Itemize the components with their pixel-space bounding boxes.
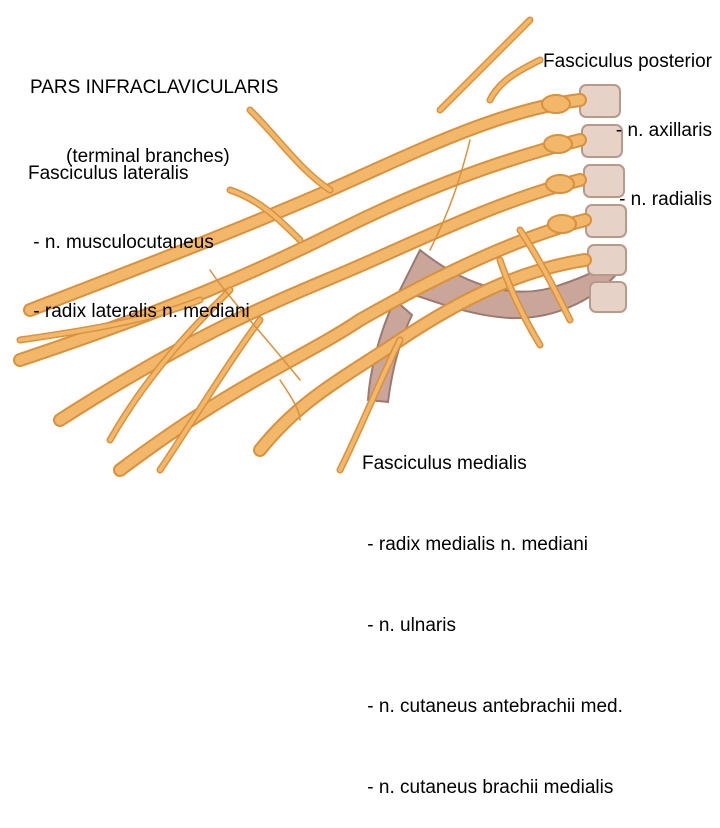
nerve-trunks <box>13 16 592 477</box>
root-ganglion <box>547 214 577 234</box>
label-item: - radix medialis n. mediani <box>362 534 588 555</box>
title-line: PARS INFRACLAVICULARIS <box>30 77 279 98</box>
label-item: - n. musculocutaneus <box>28 232 214 253</box>
nerve-musculocutaneous <box>248 108 332 192</box>
nerve-cutaneous <box>338 338 402 472</box>
nerve-branch <box>488 58 542 102</box>
vertebra <box>587 244 627 276</box>
root-ganglion <box>541 94 571 114</box>
label-item: - radix lateralis n. mediani <box>28 301 250 322</box>
nerve-branch <box>158 318 262 472</box>
nerve-branch <box>228 188 302 242</box>
label-item: - n. ulnaris <box>362 615 456 636</box>
label-fasciculus-lateralis: Fasciculus lateralis - n. musculocutaneu… <box>28 116 250 346</box>
nerve-radial <box>18 298 202 342</box>
nerve-median <box>108 288 232 442</box>
root-ganglion <box>545 174 575 194</box>
label-fasciculus-medialis: Fasciculus medialis - radix medialis n. … <box>362 396 623 828</box>
label-item: - n. cutaneus brachii medialis <box>362 777 614 798</box>
nerve-axillary <box>438 18 532 112</box>
label-item: - n. radialis <box>619 189 712 210</box>
nerve-branch <box>518 228 572 322</box>
nerve-fine-branch <box>429 139 471 251</box>
label-item: - n. axillaris <box>615 120 712 141</box>
label-heading: Fasciculus medialis <box>362 453 527 474</box>
vertebral-column <box>579 84 627 313</box>
nerve-medial-trunk <box>115 215 590 475</box>
label-fasciculus-posterior: Fasciculus posterior - n. axillaris - n.… <box>543 4 712 234</box>
label-heading: Fasciculus lateralis <box>28 163 189 184</box>
vertebra <box>589 281 627 313</box>
page-title: PARS INFRACLAVICULARIS (terminal branche… <box>30 30 278 191</box>
label-heading: Fasciculus posterior <box>543 51 712 72</box>
label-item: - n. cutaneus antebrachii med. <box>362 696 623 717</box>
root-ganglion <box>543 134 573 154</box>
nerve-loop <box>279 379 301 421</box>
title-subtitle: (terminal branches) <box>66 146 230 167</box>
brachial-plexus-illustration <box>13 16 627 477</box>
nerve-loop <box>209 269 301 381</box>
nerve-branch <box>498 258 542 347</box>
